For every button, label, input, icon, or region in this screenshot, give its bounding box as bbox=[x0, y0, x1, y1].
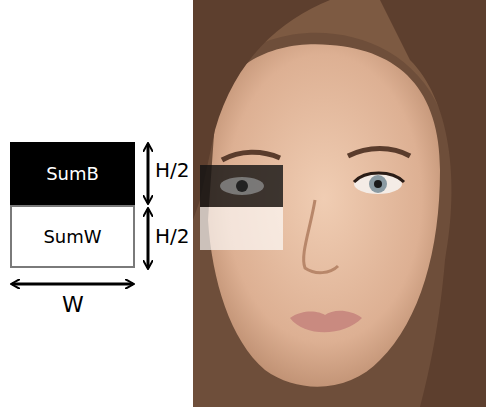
dimension-label: H/2 bbox=[155, 224, 190, 248]
dark-region: SumB bbox=[10, 142, 135, 205]
dimension-label: H/2 bbox=[155, 158, 190, 182]
dark-overlay bbox=[200, 165, 283, 207]
height-arrow bbox=[147, 144, 150, 203]
height-arrow bbox=[147, 209, 150, 268]
pupil bbox=[236, 180, 248, 192]
width-arrow bbox=[12, 283, 133, 286]
region-label: SumW bbox=[43, 226, 101, 247]
face-photo bbox=[193, 0, 486, 407]
region-label: SumB bbox=[46, 163, 99, 184]
light-overlay bbox=[200, 207, 283, 250]
light-region: SumW bbox=[10, 205, 135, 268]
dimension-label: W bbox=[62, 292, 84, 317]
eye bbox=[220, 177, 264, 195]
